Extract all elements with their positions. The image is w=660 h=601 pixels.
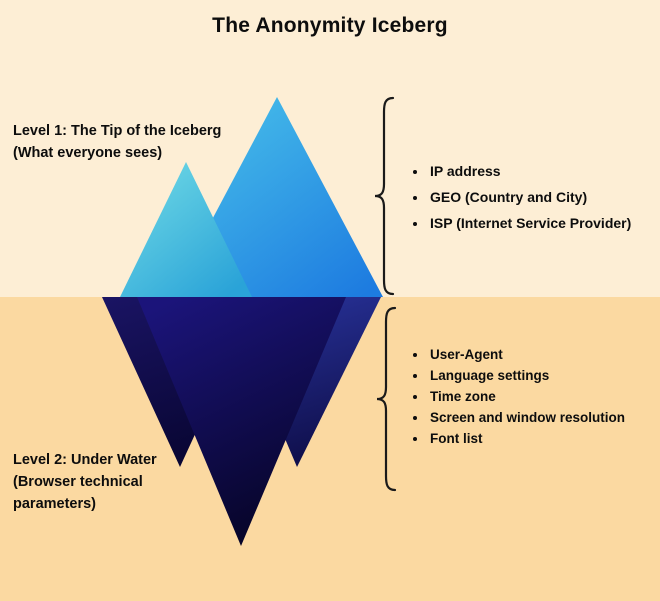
page-title: The Anonymity Iceberg — [212, 14, 448, 37]
level2-item: Language settings — [428, 365, 660, 386]
level2-item: Time zone — [428, 386, 660, 407]
level2-item: Font list — [428, 428, 660, 449]
level2-label-line3: parameters) — [13, 496, 97, 512]
level2-label: Level 2: Under Water (Browser technical … — [13, 449, 213, 515]
level1-label-line2: (What everyone sees) — [13, 145, 163, 161]
level2-item: User-Agent — [428, 344, 660, 365]
level1-label-line1: Level 1: The Tip of the Iceberg — [13, 123, 222, 139]
level1-item: GEO (Country and City) — [428, 184, 660, 210]
level2-item-list: User-Agent Language settings Time zone S… — [406, 344, 660, 449]
level1-item-list: IP address GEO (Country and City) ISP (I… — [406, 158, 660, 236]
level1-item: ISP (Internet Service Provider) — [428, 210, 660, 236]
level2-item: Screen and window resolution — [428, 407, 660, 428]
level1-label: Level 1: The Tip of the Iceberg (What ev… — [13, 120, 283, 164]
level1-item: IP address — [428, 158, 660, 184]
level2-label-line2: (Browser technical — [13, 474, 143, 490]
level2-label-line1: Level 2: Under Water — [13, 452, 157, 468]
